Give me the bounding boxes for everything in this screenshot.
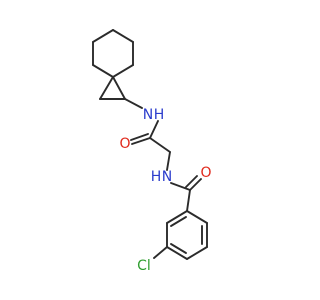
amide-h-label: H (151, 169, 162, 185)
molecule-structure: N H O H N O Cl (92, 29, 212, 274)
chlorine-label: Cl (137, 258, 151, 274)
carbonyl-o-label-2: O (200, 165, 211, 181)
carbonyl-o-label-1: O (119, 136, 130, 152)
amide-n-label: N (162, 169, 172, 185)
benzene-ring (153, 210, 208, 260)
amine-h-label: H (154, 107, 165, 123)
atom-labels: N H O H N O Cl (119, 107, 211, 274)
amine-n-label: N (143, 107, 153, 123)
cyclopropane-ring (99, 76, 126, 100)
cyclohexane-ring (92, 29, 134, 78)
linker-bonds (124, 98, 202, 212)
